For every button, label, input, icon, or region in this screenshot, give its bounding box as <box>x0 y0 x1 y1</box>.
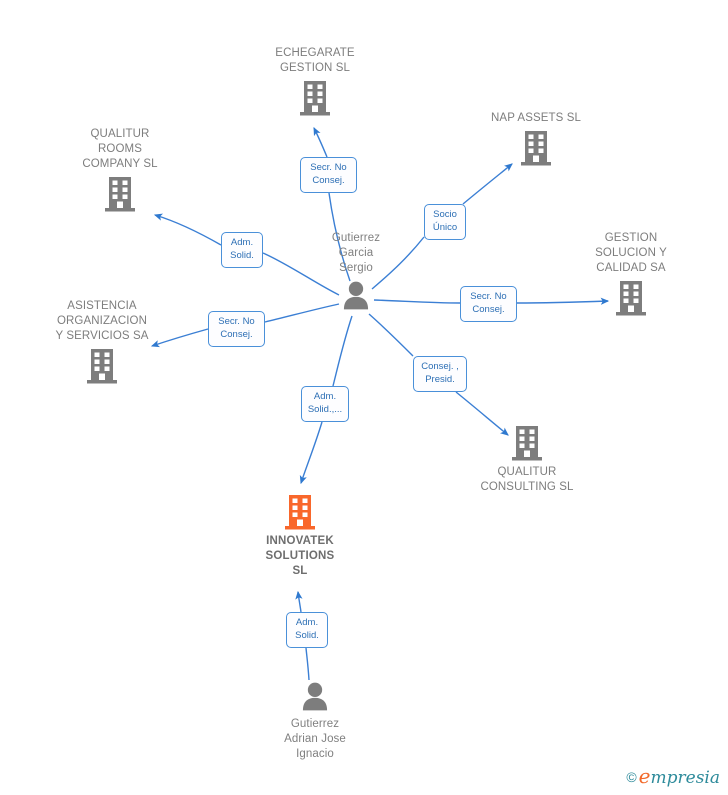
edge-label-qualitur-consulting[interactable]: Consej. , Presid. <box>413 356 467 392</box>
node-label: Gutierrez Adrian Jose Ignacio <box>284 718 346 760</box>
copyright-symbol: © <box>626 769 637 785</box>
node-label: GESTION SOLUCION Y CALIDAD SA <box>595 232 667 274</box>
node-label: INNOVATEK SOLUTIONS SL <box>265 535 335 577</box>
building-icon <box>105 177 135 212</box>
building-icon <box>521 131 551 166</box>
node-gutierrez-garcia-sergio[interactable]: Gutierrez Garcia Sergio <box>281 231 431 313</box>
building-icon <box>512 426 542 461</box>
empresia-watermark: ©empresia <box>626 766 720 788</box>
edge-label-gestion-solucion[interactable]: Secr. No Consej. <box>460 286 517 322</box>
brand-rest: mpresia <box>650 768 721 788</box>
node-label: Gutierrez Garcia Sergio <box>331 232 381 274</box>
building-icon <box>300 81 330 116</box>
node-qualitur-consulting[interactable]: QUALITUR CONSULTING SL <box>452 424 602 495</box>
node-asistencia-organizacion-servicios[interactable]: ASISTENCIA ORGANIZACION Y SERVICIOS SA <box>27 299 177 385</box>
edge-label-innovatek-adrian[interactable]: Adm. Solid. <box>286 612 328 648</box>
edge-label-innovatek-sergio[interactable]: Adm. Solid.,... <box>301 386 349 422</box>
building-icon <box>285 495 315 530</box>
person-icon <box>302 682 328 711</box>
building-icon <box>87 349 117 384</box>
edge-label-asistencia[interactable]: Secr. No Consej. <box>208 311 265 347</box>
node-label: NAP ASSETS SL <box>491 112 581 124</box>
node-label: QUALITUR CONSULTING SL <box>480 466 574 493</box>
node-echegarate-gestion[interactable]: ECHEGARATE GESTION SL <box>240 46 390 117</box>
building-icon <box>616 281 646 316</box>
edge-label-nap-assets[interactable]: Socio Único <box>424 204 466 240</box>
node-label: ASISTENCIA ORGANIZACION Y SERVICIOS SA <box>55 300 149 342</box>
node-gestion-solucion-calidad[interactable]: GESTION SOLUCION Y CALIDAD SA <box>556 231 706 317</box>
edge-label-qualitur-rooms[interactable]: Adm. Solid. <box>221 232 263 268</box>
brand-name: empresia <box>639 766 721 788</box>
node-nap-assets[interactable]: NAP ASSETS SL <box>461 111 611 167</box>
node-innovatek-solutions[interactable]: INNOVATEK SOLUTIONS SL <box>225 493 375 579</box>
node-label: QUALITUR ROOMS COMPANY SL <box>82 128 158 170</box>
brand-initial: e <box>638 764 651 788</box>
person-icon <box>343 281 369 310</box>
node-qualitur-rooms-company[interactable]: QUALITUR ROOMS COMPANY SL <box>45 127 195 213</box>
node-label: ECHEGARATE GESTION SL <box>275 47 355 74</box>
edge-label-echegarate[interactable]: Secr. No Consej. <box>300 157 357 193</box>
node-gutierrez-adrian-jose-ignacio[interactable]: Gutierrez Adrian Jose Ignacio <box>240 680 390 762</box>
